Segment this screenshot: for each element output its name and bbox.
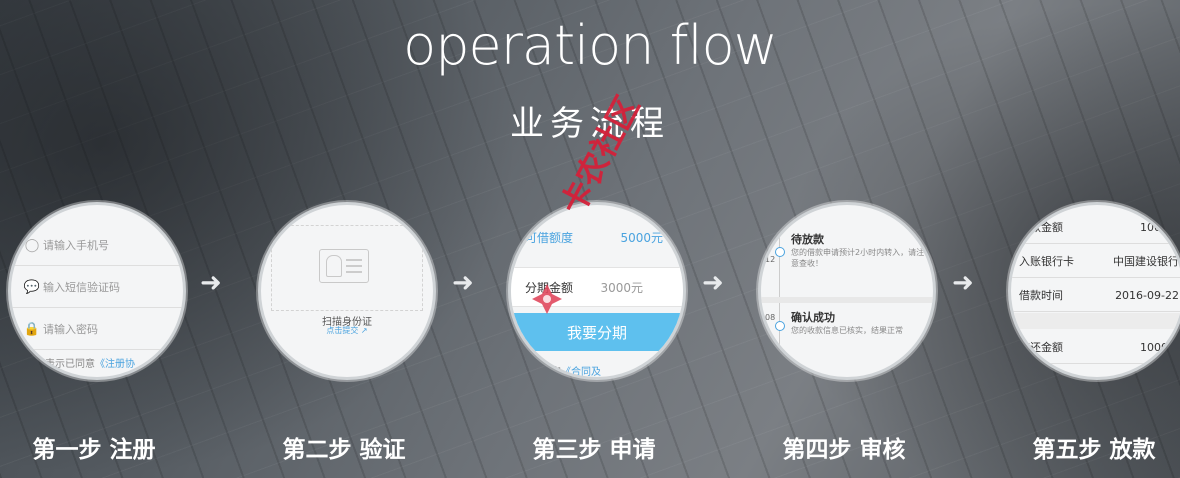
agreement-link[interactable]: 《注册协: [95, 359, 135, 370]
detail-row: 入账银行卡 中国建设银行: [1011, 245, 1180, 278]
detail-key: 入账银行卡: [1019, 255, 1074, 268]
contract-link[interactable]: 《合同及: [561, 367, 601, 378]
detail-value: 2016-09-22: [1115, 288, 1179, 302]
step-label: 第三步 申请: [532, 437, 656, 463]
arrow-right-icon: ➜: [952, 268, 974, 298]
sms-placeholder: 输入短信验证码: [43, 281, 120, 294]
apply-installment-button[interactable]: 我要分期: [511, 313, 683, 351]
timeline-dot: [775, 247, 785, 257]
detail-row: 借款金额 1000元: [1011, 211, 1180, 244]
status-description: 您的收款信息已核实，结果正常: [791, 326, 903, 335]
arrow-right-icon: ➜: [200, 268, 222, 298]
detail-row: 应还金额 1000元: [1011, 331, 1180, 364]
step5-loan-preview: 借款金额 1000元 入账银行卡 中国建设银行 借款时间 2016-09-22 …: [1008, 202, 1180, 380]
user-icon: ◯: [24, 237, 40, 253]
id-card-icon: [319, 249, 369, 283]
step3-apply-preview: 可借额度 5000元 分期金额 3000元 我要分期 已遵守《合同及: [508, 202, 686, 380]
detail-value: 中国建设银行: [1113, 255, 1179, 268]
scan-id-hint[interactable]: 点击提交 ↗: [326, 326, 368, 335]
password-placeholder: 请输入密码: [43, 323, 98, 336]
chat-icon: 💬: [23, 279, 41, 295]
step1-register-preview: ◯ 请输入手机号 💬 输入短信验证码 🔒 请输入密码 注册表示已同意《注册协: [8, 202, 186, 380]
step-label: 第四步 审核: [782, 437, 906, 463]
step-label: 第一步 注册: [32, 437, 156, 463]
contract-text: 已遵守《合同及: [531, 363, 601, 378]
phone-placeholder: 请输入手机号: [43, 239, 109, 252]
installment-amount-row[interactable]: 分期金额 3000元: [511, 267, 683, 307]
detail-key: 借款时间: [1019, 289, 1063, 302]
credit-value: 5000元: [620, 230, 663, 245]
divider: [1011, 313, 1180, 329]
status-title: 待放款: [791, 233, 824, 246]
timeline-number: 12: [765, 255, 776, 264]
password-field[interactable]: 🔒 请输入密码: [11, 309, 183, 350]
credit-limit-row: 可借额度 5000元: [511, 223, 683, 251]
agreement-text: 注册表示已同意《注册协: [25, 355, 135, 370]
arrow-right-icon: ➜: [702, 268, 724, 298]
step4-review-preview: 12 08 待放款 您的借款申请预计2小时内转入，请注意查收！ 确认成功 您的收…: [758, 202, 936, 380]
phone-field[interactable]: ◯ 请输入手机号: [11, 225, 183, 266]
id-upload-area[interactable]: [271, 225, 423, 311]
timeline-dot: [775, 321, 785, 331]
step-label: 第五步 放款: [1032, 437, 1156, 463]
amount-label: 分期金额: [525, 280, 574, 295]
divider: [761, 297, 933, 303]
detail-value: 1000元: [1140, 221, 1179, 234]
timeline-line: [779, 225, 780, 365]
agree-label: 注册表示已同意: [25, 359, 95, 370]
footer-label: 已遵守: [531, 367, 561, 378]
page-title: operation flow: [403, 14, 778, 77]
step-label: 第二步 验证: [282, 437, 406, 463]
sms-code-field[interactable]: 💬 输入短信验证码: [11, 267, 183, 308]
detail-row: 借款时间 2016-09-22: [1011, 279, 1180, 312]
detail-value: 1000元: [1140, 341, 1179, 354]
arrow-right-icon: ➜: [452, 268, 474, 298]
step2-verify-preview: 扫描身份证 点击提交 ↗: [258, 202, 436, 380]
status-title: 确认成功: [791, 311, 835, 324]
detail-key: 借款金额: [1019, 221, 1063, 234]
amount-value: 3000元: [600, 280, 643, 295]
lock-icon: 🔒: [23, 321, 41, 337]
timeline-number: 08: [765, 313, 776, 322]
page-subtitle: 业务流程: [510, 104, 670, 144]
watermark-logo-icon: [532, 284, 562, 314]
credit-label: 可借额度: [525, 230, 574, 245]
status-description: 您的借款申请预计2小时内转入，请注意查收！: [791, 248, 925, 268]
scan-id-label: 扫描身份证: [322, 317, 372, 328]
detail-key: 应还金额: [1019, 341, 1063, 354]
